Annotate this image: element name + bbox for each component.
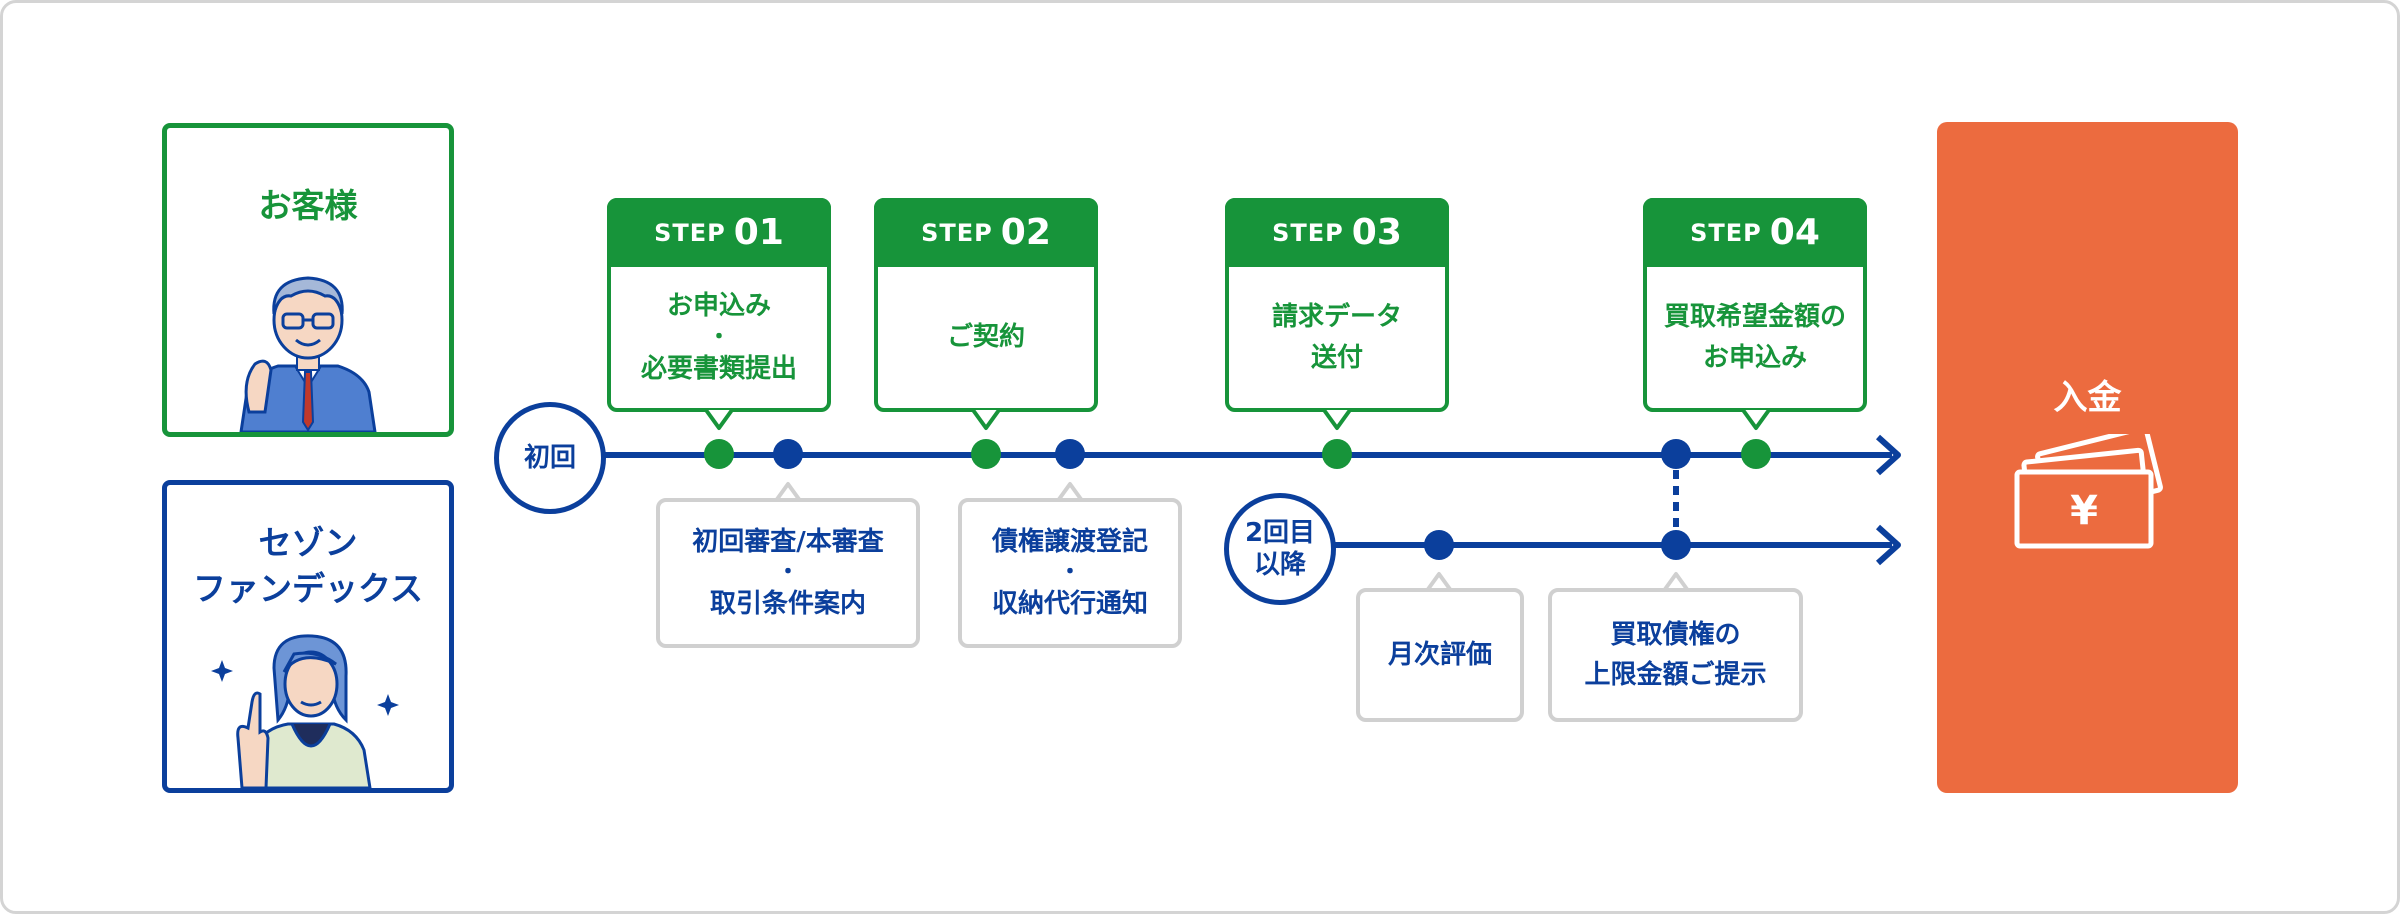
step01-dot xyxy=(704,439,734,469)
customer-box: お客様 xyxy=(162,123,454,437)
payment-label: 入金 xyxy=(2053,378,2122,418)
action-review-line2: 取引条件案内 xyxy=(709,589,866,619)
action-registration-sep: ・ xyxy=(1058,560,1081,585)
action-registration-line1: 債権譲渡登記 xyxy=(991,526,1148,557)
step-04-body: 買取希望金額の お申込み xyxy=(1647,267,1863,408)
step-02: STEP 02 ご契約 xyxy=(874,198,1098,412)
step-number: 02 xyxy=(1000,212,1051,253)
step-01-line2: 必要書類提出 xyxy=(640,353,797,384)
step-02-pointer xyxy=(971,408,1001,430)
action-limit-line2: 上限金額ご提示 xyxy=(1584,660,1767,690)
first-time-circle: 初回 xyxy=(494,402,606,514)
action-registration: 債権譲渡登記 ・ 収納代行通知 xyxy=(958,498,1182,648)
action-limit-line1: 買取債権の xyxy=(1610,619,1741,650)
repeat-label-line2: 以降 xyxy=(1253,550,1306,580)
action-monthly-line1: 月次評価 xyxy=(1387,639,1492,670)
step-number: 03 xyxy=(1351,212,1402,253)
step-03-line1: 請求データ xyxy=(1271,302,1402,333)
repeat-circle: 2回目 以降 xyxy=(1224,493,1336,605)
step-label: STEP xyxy=(1690,218,1762,247)
action-registration-line2: 収納代行通知 xyxy=(991,589,1148,619)
step-label: STEP xyxy=(654,218,726,247)
step-03: STEP 03 請求データ 送付 xyxy=(1225,198,1449,412)
first-timeline-arrow xyxy=(1875,434,1901,476)
step03-dot xyxy=(1322,439,1352,469)
limit-pointer xyxy=(1661,572,1691,594)
action-monthly: 月次評価 xyxy=(1356,588,1524,722)
step-01-sep: ・ xyxy=(707,324,730,350)
step-number: 01 xyxy=(733,212,784,253)
action-limit: 買取債権の 上限金額ご提示 xyxy=(1548,588,1803,722)
step-01-line1: お申込み xyxy=(666,291,771,322)
repeat-timeline-arrow xyxy=(1875,524,1901,566)
step-03-pointer xyxy=(1322,408,1352,430)
step-04-line1: 買取希望金額の xyxy=(1663,302,1846,333)
operator-woman-icon xyxy=(211,634,399,788)
customer-man-icon xyxy=(239,276,377,432)
customer-label: お客様 xyxy=(258,186,358,225)
step-02-body: ご契約 xyxy=(878,267,1094,408)
step-label: STEP xyxy=(1272,218,1344,247)
step04-dot xyxy=(1741,439,1771,469)
repeat-label-line1: 2回目 xyxy=(1244,517,1316,548)
action-review: 初回審査/本審査 ・ 取引条件案内 xyxy=(656,498,920,648)
registration-pointer xyxy=(1055,482,1085,504)
seizon-label: セゾン ファンデックス xyxy=(167,520,449,612)
step-01-body: お申込み ・ 必要書類提出 xyxy=(611,267,827,408)
step-03-line2: 送付 xyxy=(1310,342,1363,373)
first-time-label: 初回 xyxy=(523,442,576,473)
action-review-sep: ・ xyxy=(776,560,799,585)
banknotes-icon: ¥ xyxy=(2014,434,2163,549)
seizon-label-line2: ファンデックス xyxy=(192,569,423,609)
registration-dot xyxy=(1055,439,1085,469)
review-pointer xyxy=(773,482,803,504)
step-04-header: STEP 04 xyxy=(1643,198,1867,267)
step-01-pointer xyxy=(704,408,734,430)
limit-dot-first xyxy=(1661,439,1691,469)
seizon-label-line1: セゾン xyxy=(258,523,358,562)
step-03-header: STEP 03 xyxy=(1225,198,1449,267)
step-04: STEP 04 買取希望金額の お申込み xyxy=(1643,198,1867,412)
monthly-pointer xyxy=(1424,572,1454,594)
step-04-pointer xyxy=(1741,408,1771,430)
payment-panel: 入金 ¥ xyxy=(1937,122,2238,793)
step-01-header: STEP 01 xyxy=(607,198,831,267)
currency-symbol: ¥ xyxy=(2070,488,2098,534)
review-dot xyxy=(773,439,803,469)
step-label: STEP xyxy=(921,218,993,247)
seizon-box: セゾン ファンデックス xyxy=(162,480,454,793)
action-review-line1: 初回審査/本審査 xyxy=(692,526,884,557)
step-number: 04 xyxy=(1769,212,1820,253)
monthly-dot xyxy=(1424,530,1454,560)
step-01: STEP 01 お申込み ・ 必要書類提出 xyxy=(607,198,831,412)
step-02-line1: ご契約 xyxy=(946,322,1025,353)
step-04-line2: お申込み xyxy=(1702,342,1807,373)
step02-dot xyxy=(971,439,1001,469)
step-02-header: STEP 02 xyxy=(874,198,1098,267)
step-03-body: 請求データ 送付 xyxy=(1229,267,1445,408)
limit-dot-repeat xyxy=(1661,530,1691,560)
